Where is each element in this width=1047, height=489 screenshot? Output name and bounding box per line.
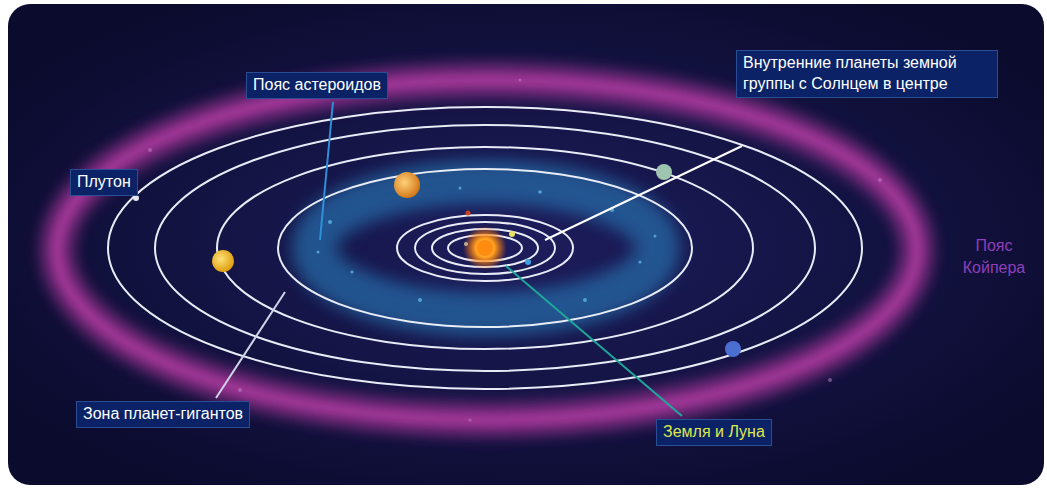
asteroid bbox=[538, 190, 542, 194]
callout-box: Пояс астероидов bbox=[246, 72, 388, 99]
kuiper-objects bbox=[148, 78, 882, 421]
kuiper-belt-core bbox=[57, 80, 917, 420]
leader-line bbox=[216, 292, 285, 398]
planet-mercury bbox=[464, 242, 468, 246]
asteroid bbox=[317, 251, 320, 254]
callout-text: Зона планет-гигантов bbox=[83, 404, 243, 425]
callout-text: Плутон bbox=[77, 172, 131, 193]
asteroid bbox=[350, 270, 353, 273]
kuiper-object bbox=[238, 388, 242, 392]
region-label: Пояс Койпера bbox=[948, 235, 1040, 278]
orbit bbox=[415, 222, 555, 274]
leader-line bbox=[545, 146, 742, 240]
kuiper-object bbox=[878, 178, 882, 182]
orbit bbox=[397, 215, 573, 281]
asteroids bbox=[317, 187, 657, 303]
kuiper-object bbox=[828, 378, 832, 382]
kuiper-object bbox=[518, 78, 521, 81]
asteroid bbox=[328, 220, 332, 224]
leader-line bbox=[506, 266, 682, 416]
orbits bbox=[108, 107, 862, 389]
sun-glow bbox=[463, 226, 507, 270]
kuiper-object bbox=[148, 148, 152, 152]
orbit bbox=[108, 107, 862, 389]
callout-box: Зона планет-гигантов bbox=[76, 401, 250, 428]
callout-text: Внутренние планеты земной группы с Солнц… bbox=[743, 53, 991, 95]
callout-box: Земля и Луна bbox=[656, 419, 772, 446]
space-background bbox=[8, 4, 1044, 485]
kuiper-object bbox=[468, 418, 471, 421]
callout-text: Земля и Луна bbox=[663, 422, 765, 443]
planet-uranus bbox=[656, 164, 672, 180]
asteroid bbox=[459, 187, 462, 190]
asteroid bbox=[583, 298, 587, 302]
kuiper-belt bbox=[57, 80, 917, 420]
leader-lines bbox=[216, 102, 742, 416]
planet-pluto bbox=[133, 195, 139, 201]
asteroid bbox=[654, 235, 657, 238]
planet-jupiter bbox=[394, 172, 420, 198]
leader-line bbox=[320, 102, 333, 240]
planet-neptune bbox=[725, 341, 741, 357]
orbit bbox=[155, 125, 815, 371]
callout-box: Внутренние планеты земной группы с Солнц… bbox=[736, 50, 998, 98]
callout-text: Пояс астероидов bbox=[253, 75, 381, 96]
planet-saturn bbox=[212, 250, 234, 272]
sun bbox=[477, 240, 493, 256]
callout-box: Плутон bbox=[70, 169, 138, 196]
orbit bbox=[278, 169, 692, 327]
asteroid bbox=[418, 298, 422, 302]
planet-venus bbox=[509, 231, 515, 237]
orbit bbox=[217, 147, 753, 349]
asteroid bbox=[638, 260, 641, 263]
planet-earth bbox=[525, 259, 531, 265]
asteroid-belt bbox=[314, 182, 658, 314]
planet-mars bbox=[466, 211, 471, 216]
